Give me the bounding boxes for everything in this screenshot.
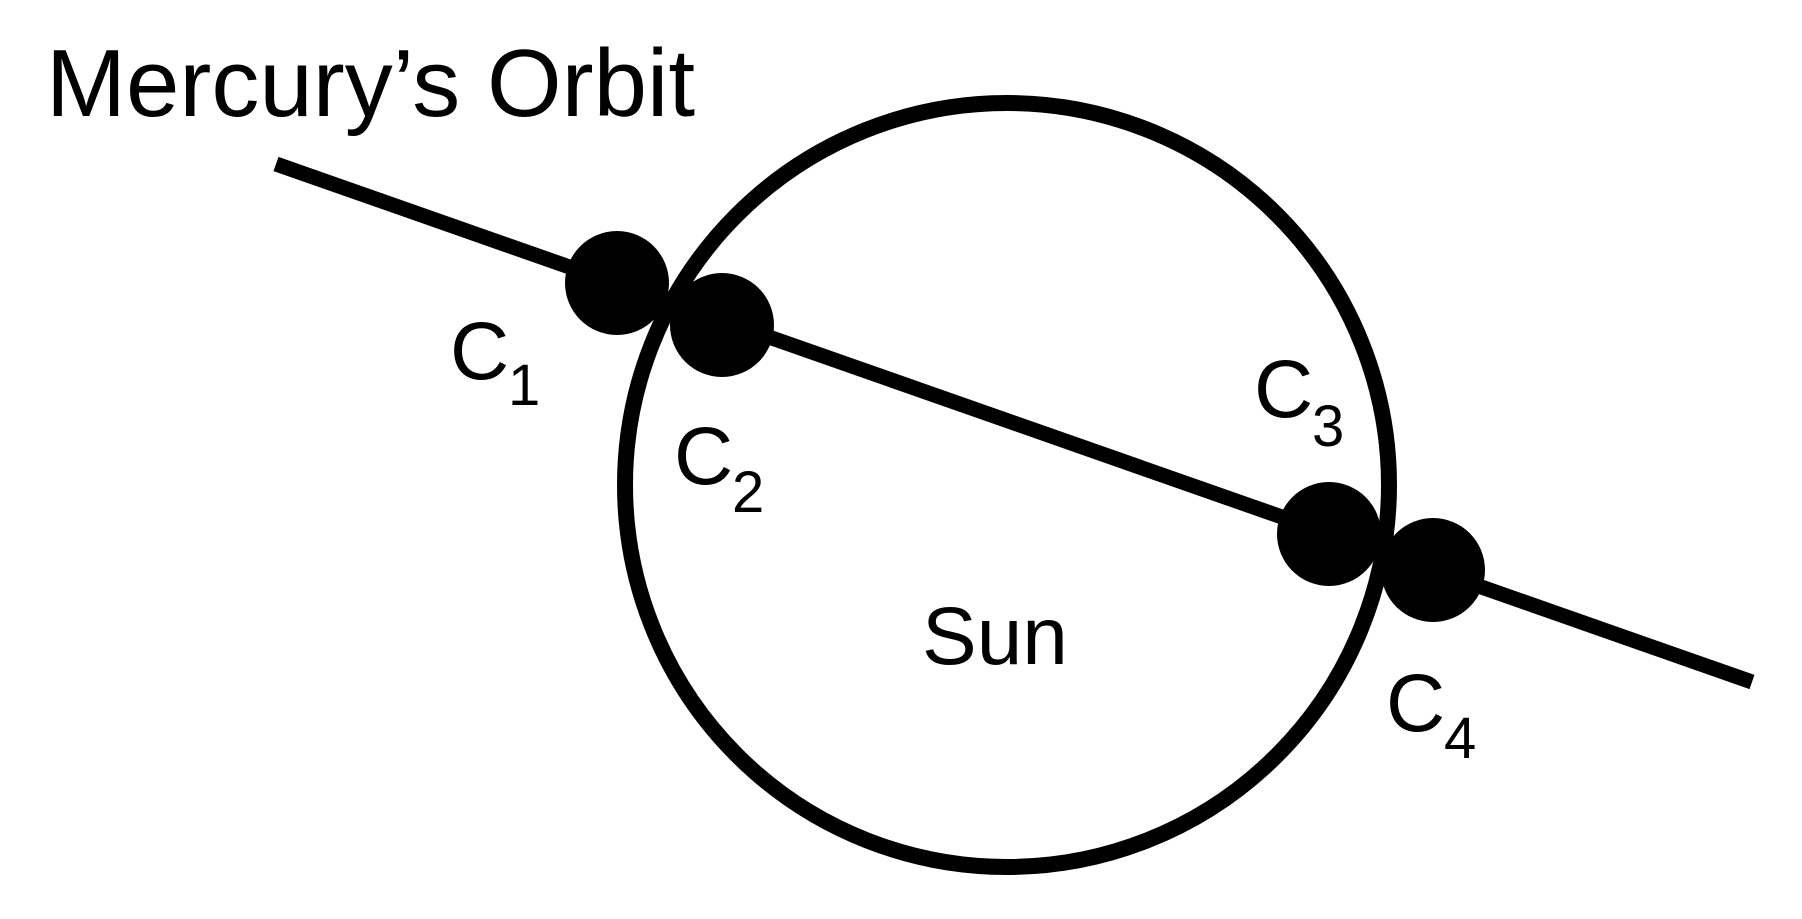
mercury-at-c1 (565, 231, 669, 335)
contact-letter: C (674, 411, 733, 502)
contact-subscript: 1 (508, 353, 540, 418)
contact-subscript: 2 (732, 460, 764, 525)
sun-label: Sun (922, 591, 1068, 682)
sun-disc (617, 95, 1397, 875)
mercury-at-c2 (670, 273, 774, 377)
mercury-orbit-line (273, 156, 1755, 690)
diagram-title: Mercury’s Orbit (46, 30, 695, 137)
contact-subscript: 4 (1444, 706, 1476, 771)
contact-label-c2: C 2 (674, 411, 764, 525)
contact-letter: C (1386, 658, 1445, 749)
contact-label-c4: C 4 (1386, 658, 1476, 771)
contact-letter: C (1254, 344, 1313, 435)
contact-label-c1: C 1 (450, 306, 540, 418)
contact-subscript: 3 (1312, 394, 1344, 459)
mercury-at-c4 (1381, 518, 1485, 622)
contact-label-c3: C 3 (1254, 344, 1344, 459)
contact-letter: C (450, 306, 509, 397)
mercury-at-c3 (1277, 482, 1381, 586)
